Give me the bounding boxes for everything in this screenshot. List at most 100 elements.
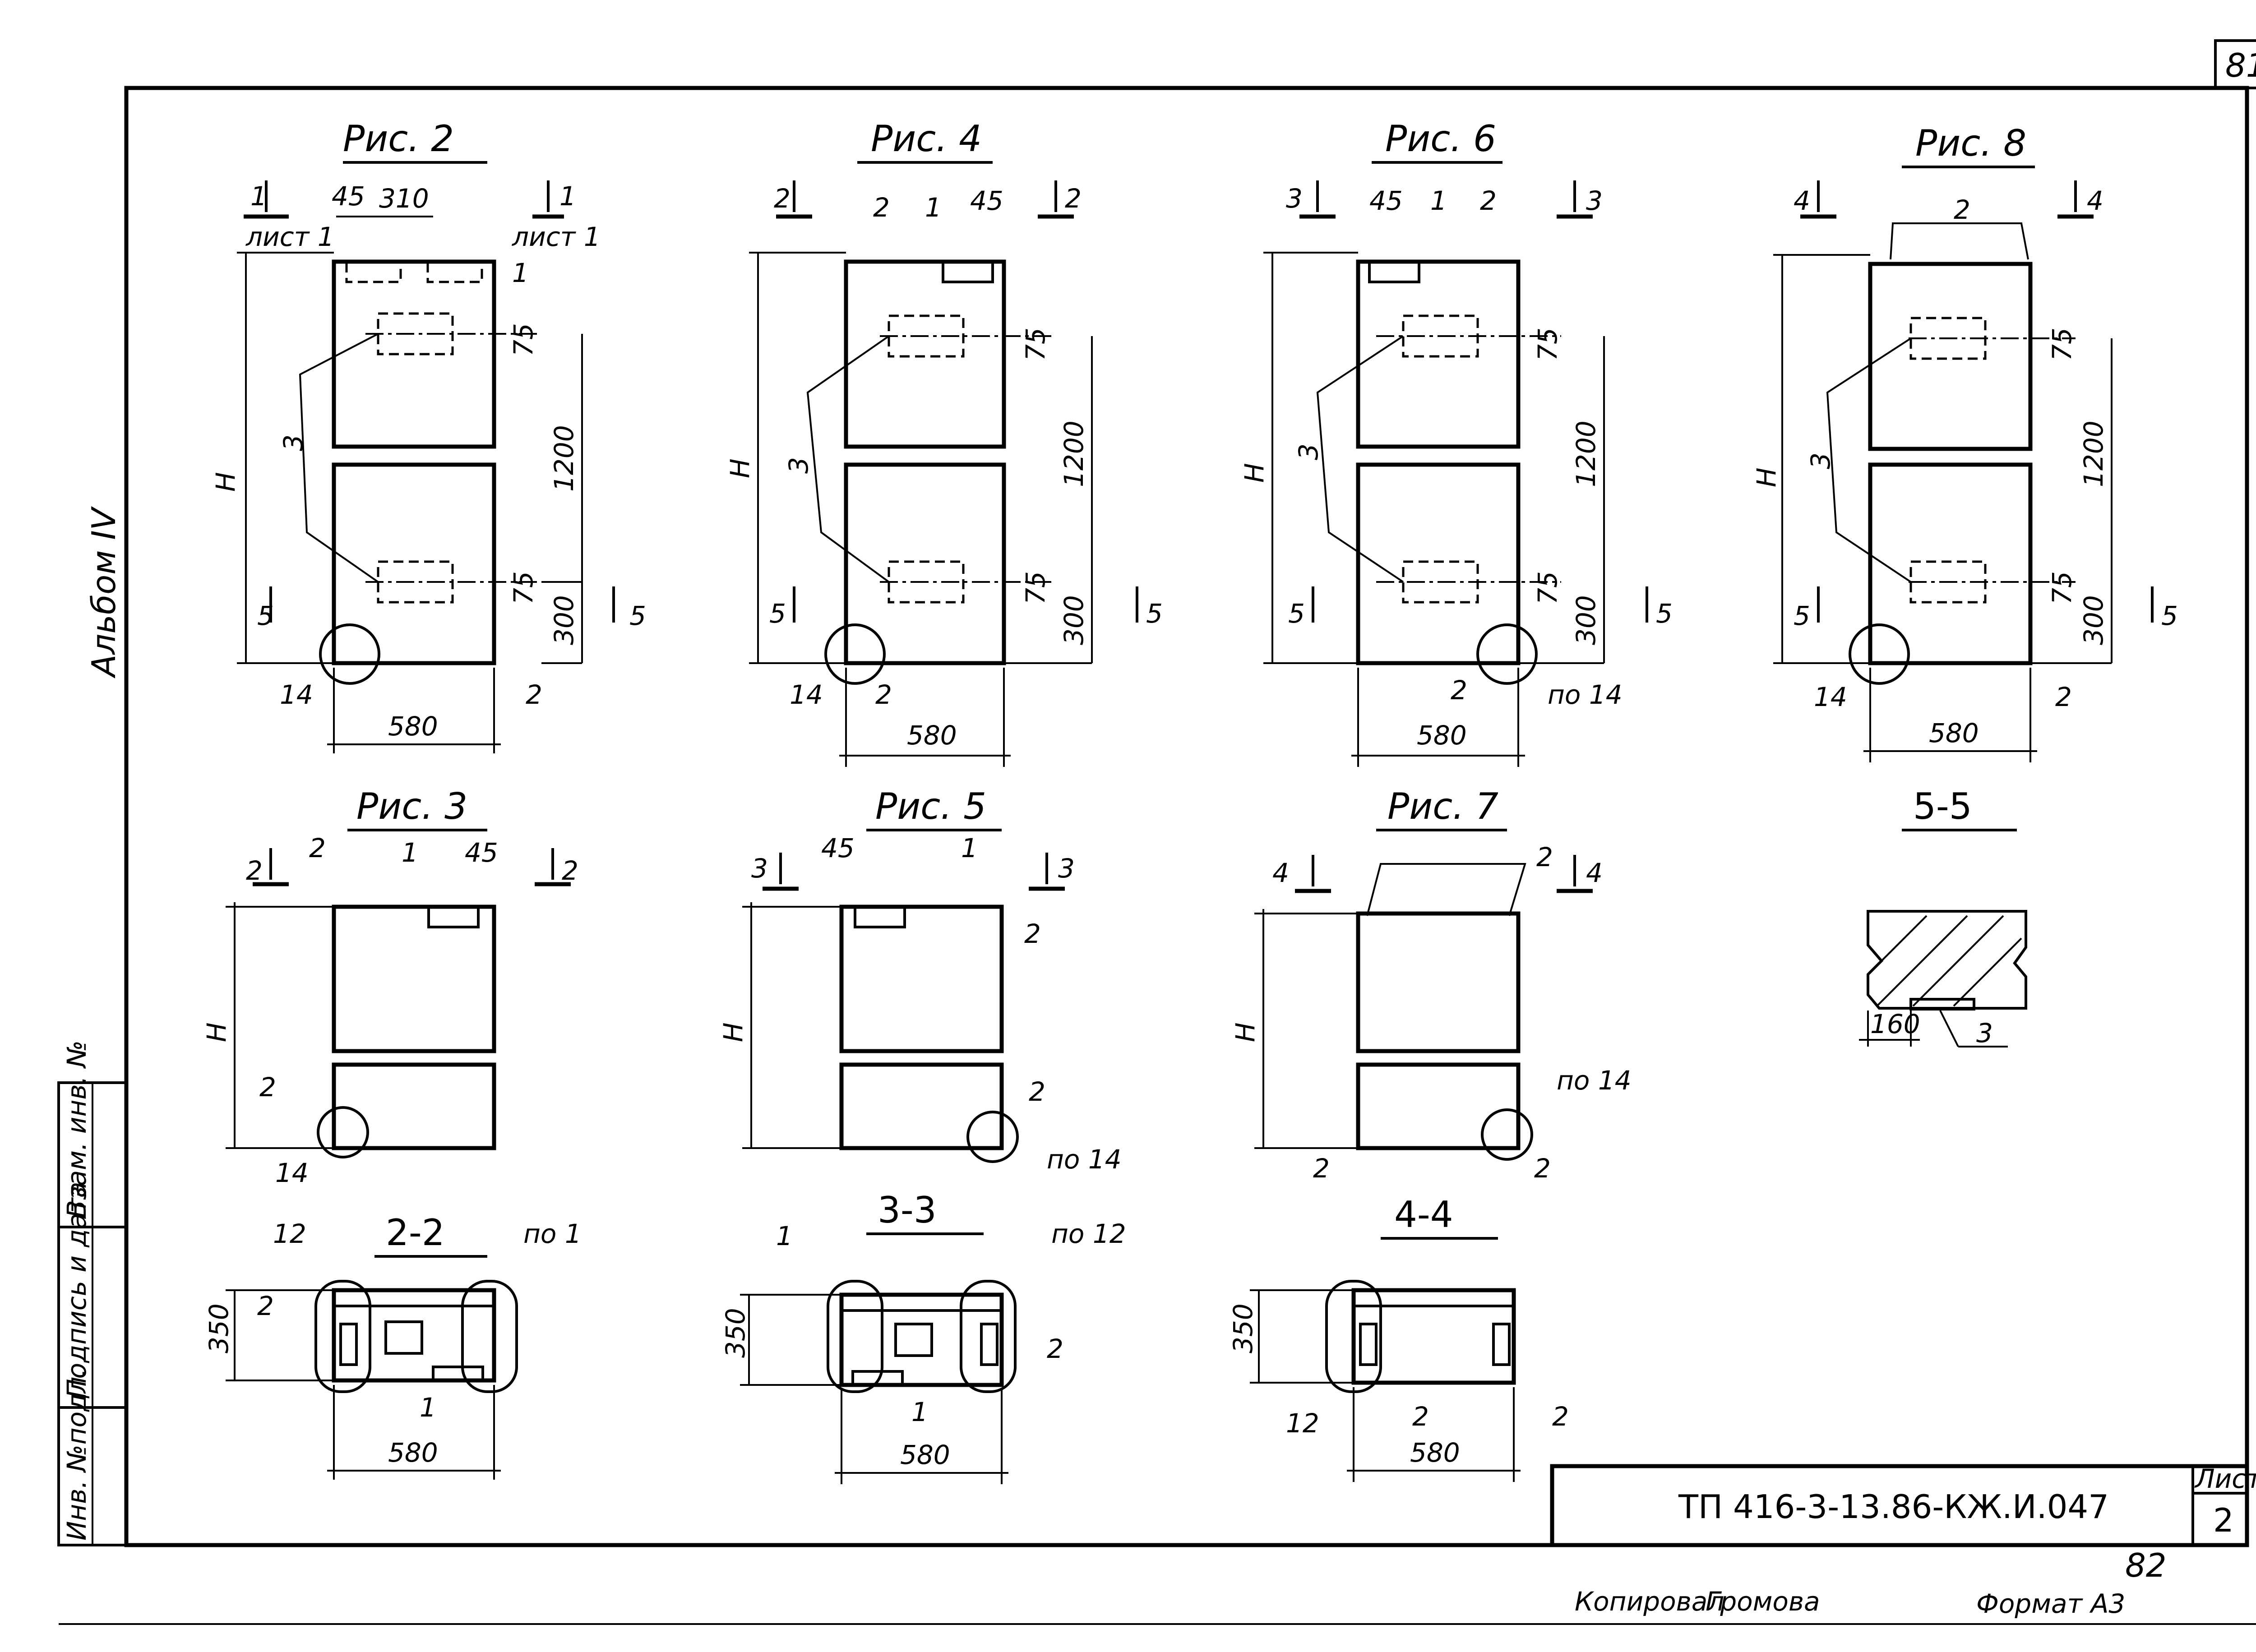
sec22-callout-2: 2 [257,1291,274,1321]
figure-4: Рис. 4 H 1200 300 75 75 580 45 2 2 5 5 [725,118,1163,767]
sec44-d580: 580 [1410,1437,1460,1468]
fig2-sec-top-left: 1 [250,181,267,212]
copier-name: Громова [1706,1586,1820,1617]
stamp-podpis: Подпись и дата [61,1182,92,1398]
fig2-d1200: 1200 [549,425,579,492]
approval-stamp: Взам. инв. № Подпись и дата Инв. №подл. [57,1040,128,1546]
sec33-d350: 350 [720,1308,751,1358]
fig6-d45: 45 [1369,185,1403,216]
sec55-callout-3: 3 [1976,1018,1993,1048]
outer-frame [124,86,2249,1547]
fig6-callout-2: 2 [1451,675,1467,706]
fig2-sec-bottom-right: 5 [629,600,646,631]
fig6-d580: 580 [1417,720,1467,751]
fig5-d45: 45 [821,833,855,863]
fig8-d75a: 75 [2047,328,2077,361]
figure-5: Рис. 5 H 45 3 3 1 2 2 по 14 [718,785,1122,1175]
figure-3-title: Рис. 3 [356,785,467,827]
figure-8: Рис. 8 H 1200 300 75 75 580 4 4 5 5 [1751,122,2178,762]
figure-7: Рис. 7 H 4 4 2 по 14 2 2 [1230,785,1632,1184]
figure-2-title: Рис. 2 [343,118,454,160]
fig7-callout-14: по 14 [1557,1065,1632,1096]
fig3-h: H [201,1022,232,1042]
fig2-d310: 310 [379,183,429,214]
fig4-d75b: 75 [1020,571,1051,605]
figure-8-title: Рис. 8 [1915,122,2026,164]
fig5-callout-2top: 2 [1024,918,1041,949]
sec44-callout-12: 12 [1286,1408,1319,1439]
fig2-d580: 580 [388,711,438,742]
fig6-callout-1: 1 [1430,185,1447,216]
fig4-callout-3: 3 [783,457,814,474]
sec33-callout-po12: по 12 [1051,1218,1126,1249]
fig4-d45: 45 [970,185,1003,216]
fig7-sec-top-right: 4 [1586,858,1603,888]
fig6-d300: 300 [1571,595,1601,645]
figure-3: Рис. 3 H 45 2 2 2 1 2 14 [201,785,578,1188]
fig4-sec-top-right: 2 [1065,183,1082,214]
fig2-h: H [210,472,241,492]
fig4-sec-bottom-right: 5 [1146,598,1163,629]
fig8-sec-bottom-left: 5 [1794,600,1810,631]
fig5-callout-14: по 14 [1047,1144,1122,1175]
fig3-callout-2top: 2 [309,833,326,863]
fig4-d300: 300 [1059,595,1089,645]
fig4-sec-bottom-left: 5 [769,598,786,629]
sec22-d580: 580 [388,1437,438,1468]
fig2-d45: 45 [332,181,365,212]
sec44-d350: 350 [1228,1303,1258,1353]
fig2-sec-top-right: 1 [559,181,576,212]
fig4-callout-14: 14 [790,679,823,710]
sec22-callout-1: 1 [420,1392,436,1423]
page-number-handwritten: 82 [2125,1546,2167,1584]
sec33-callout-1top: 1 [776,1221,793,1251]
section-5-5: 5-5 160 3 [1859,785,2027,1048]
format-label: Формат А3 [1976,1588,2125,1619]
section-3-3: 3-3 350 580 1 по 12 2 1 [720,1189,1126,1484]
sec22-callout-po1: по 1 [523,1218,582,1249]
sec33-callout-1: 1 [911,1397,928,1427]
sec33-d580: 580 [900,1440,950,1470]
album-label: Альбом IV [85,506,123,678]
fig8-sec-top-left: 4 [1794,185,1810,216]
fig7-callout-2top: 2 [1536,842,1553,872]
fig2-callout-14: 14 [280,679,313,710]
sheet-number: 2 [2213,1501,2234,1539]
fig6-sec-bottom-left: 5 [1288,598,1305,629]
fig7-sec-top-left: 4 [1272,858,1289,888]
fig3-sec-top-left: 2 [246,855,263,886]
figure-4-title: Рис. 4 [871,118,982,160]
fig5-sec-top-right: 3 [1058,853,1075,884]
fig6-sec-bottom-right: 5 [1656,598,1673,629]
fig4-callout-2: 2 [875,679,892,710]
figure-6: Рис. 6 H 1200 300 75 75 580 45 3 3 5 5 [1239,118,1673,767]
fig3-callout-1: 1 [402,837,418,868]
fig5-callout-2: 2 [1029,1076,1045,1107]
fig2-callout-1: 1 [512,258,529,288]
fig4-callout-2top: 2 [873,192,890,223]
sec44-callout-2b: 2 [1552,1401,1569,1432]
fig5-h: H [718,1022,749,1042]
section-2-2: 2-2 350 580 12 по 1 2 1 [203,1212,582,1480]
stamp-inv-podl: Инв. №подл. [61,1368,92,1541]
drawing-code: ТП 416-3-13.86-КЖ.И.047 [1678,1488,2109,1526]
fig4-callout-1: 1 [925,192,942,223]
fig6-d75a: 75 [1532,328,1563,361]
fig2-sec-bottom-left: 5 [257,600,274,631]
section-5-5-title: 5-5 [1913,785,1972,827]
figure-7-title: Рис. 7 [1387,785,1498,827]
figure-2: Рис. 2 H 1200 300 75 75 580 45 310 [210,118,646,753]
fig8-d300: 300 [2078,595,2109,645]
fig6-callout-14: по 14 [1548,679,1623,710]
fig8-sec-top-right: 4 [2087,185,2103,216]
sec22-d350: 350 [203,1303,234,1353]
figure-5-title: Рис. 5 [875,785,986,827]
fig4-d1200: 1200 [1059,420,1089,487]
page-number: 81 [2225,46,2256,84]
section-2-2-title: 2-2 [386,1212,445,1254]
fig5-callout-1: 1 [961,833,978,863]
fig8-callout-2: 2 [2055,682,2072,712]
fig2-d300: 300 [549,595,579,645]
fig8-d1200: 1200 [2078,420,2109,487]
